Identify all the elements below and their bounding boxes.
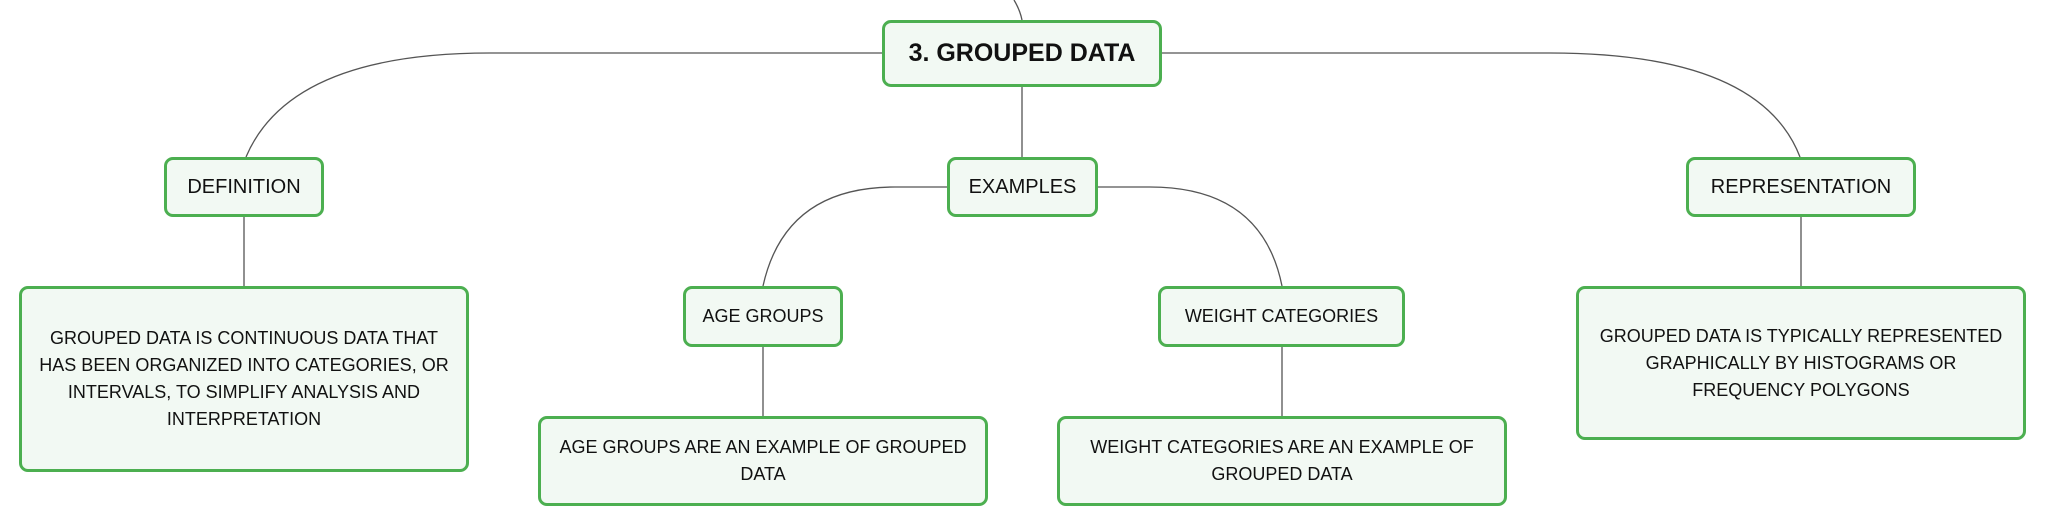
age-groups-detail-text: AGE GROUPS ARE AN EXAMPLE OF GROUPED DAT… <box>559 437 967 484</box>
connector-examples-to-age-groups <box>762 186 948 287</box>
definition-node[interactable]: DEFINITION <box>164 157 324 217</box>
age-groups-node-label: AGE GROUPS <box>702 306 824 326</box>
weight-categories-detail-node[interactable]: WEIGHT CATEGORIES ARE AN EXAMPLE OF GROU… <box>1057 416 1507 506</box>
definition-detail-node[interactable]: GROUPED DATA IS CONTINUOUS DATA THAT HAS… <box>19 286 469 472</box>
connector-examples-to-weight-categories <box>1097 186 1283 287</box>
root-node[interactable]: 3. GROUPED DATA <box>882 20 1162 87</box>
examples-node[interactable]: EXAMPLES <box>947 157 1098 217</box>
connector-parent-to-root <box>1013 0 1023 21</box>
connector-root-to-definition <box>245 52 882 158</box>
representation-node-label: REPRESENTATION <box>1710 175 1892 198</box>
representation-detail-text: GROUPED DATA IS TYPICALLY REPRESENTED GR… <box>1599 325 2003 400</box>
examples-node-label: EXAMPLES <box>968 175 1077 198</box>
weight-categories-node-label: WEIGHT CATEGORIES <box>1184 306 1379 326</box>
representation-detail-node[interactable]: GROUPED DATA IS TYPICALLY REPRESENTED GR… <box>1576 286 2026 440</box>
connector-root-to-representation <box>1162 52 1801 158</box>
root-node-label: 3. GROUPED DATA <box>908 39 1136 67</box>
definition-detail-text: GROUPED DATA IS CONTINUOUS DATA THAT HAS… <box>39 328 449 429</box>
definition-node-label: DEFINITION <box>187 175 301 198</box>
representation-node[interactable]: REPRESENTATION <box>1686 157 1916 217</box>
age-groups-detail-node[interactable]: AGE GROUPS ARE AN EXAMPLE OF GROUPED DAT… <box>538 416 988 506</box>
weight-categories-detail-text: WEIGHT CATEGORIES ARE AN EXAMPLE OF GROU… <box>1090 437 1474 484</box>
age-groups-node[interactable]: AGE GROUPS <box>683 286 843 347</box>
weight-categories-node[interactable]: WEIGHT CATEGORIES <box>1158 286 1405 347</box>
